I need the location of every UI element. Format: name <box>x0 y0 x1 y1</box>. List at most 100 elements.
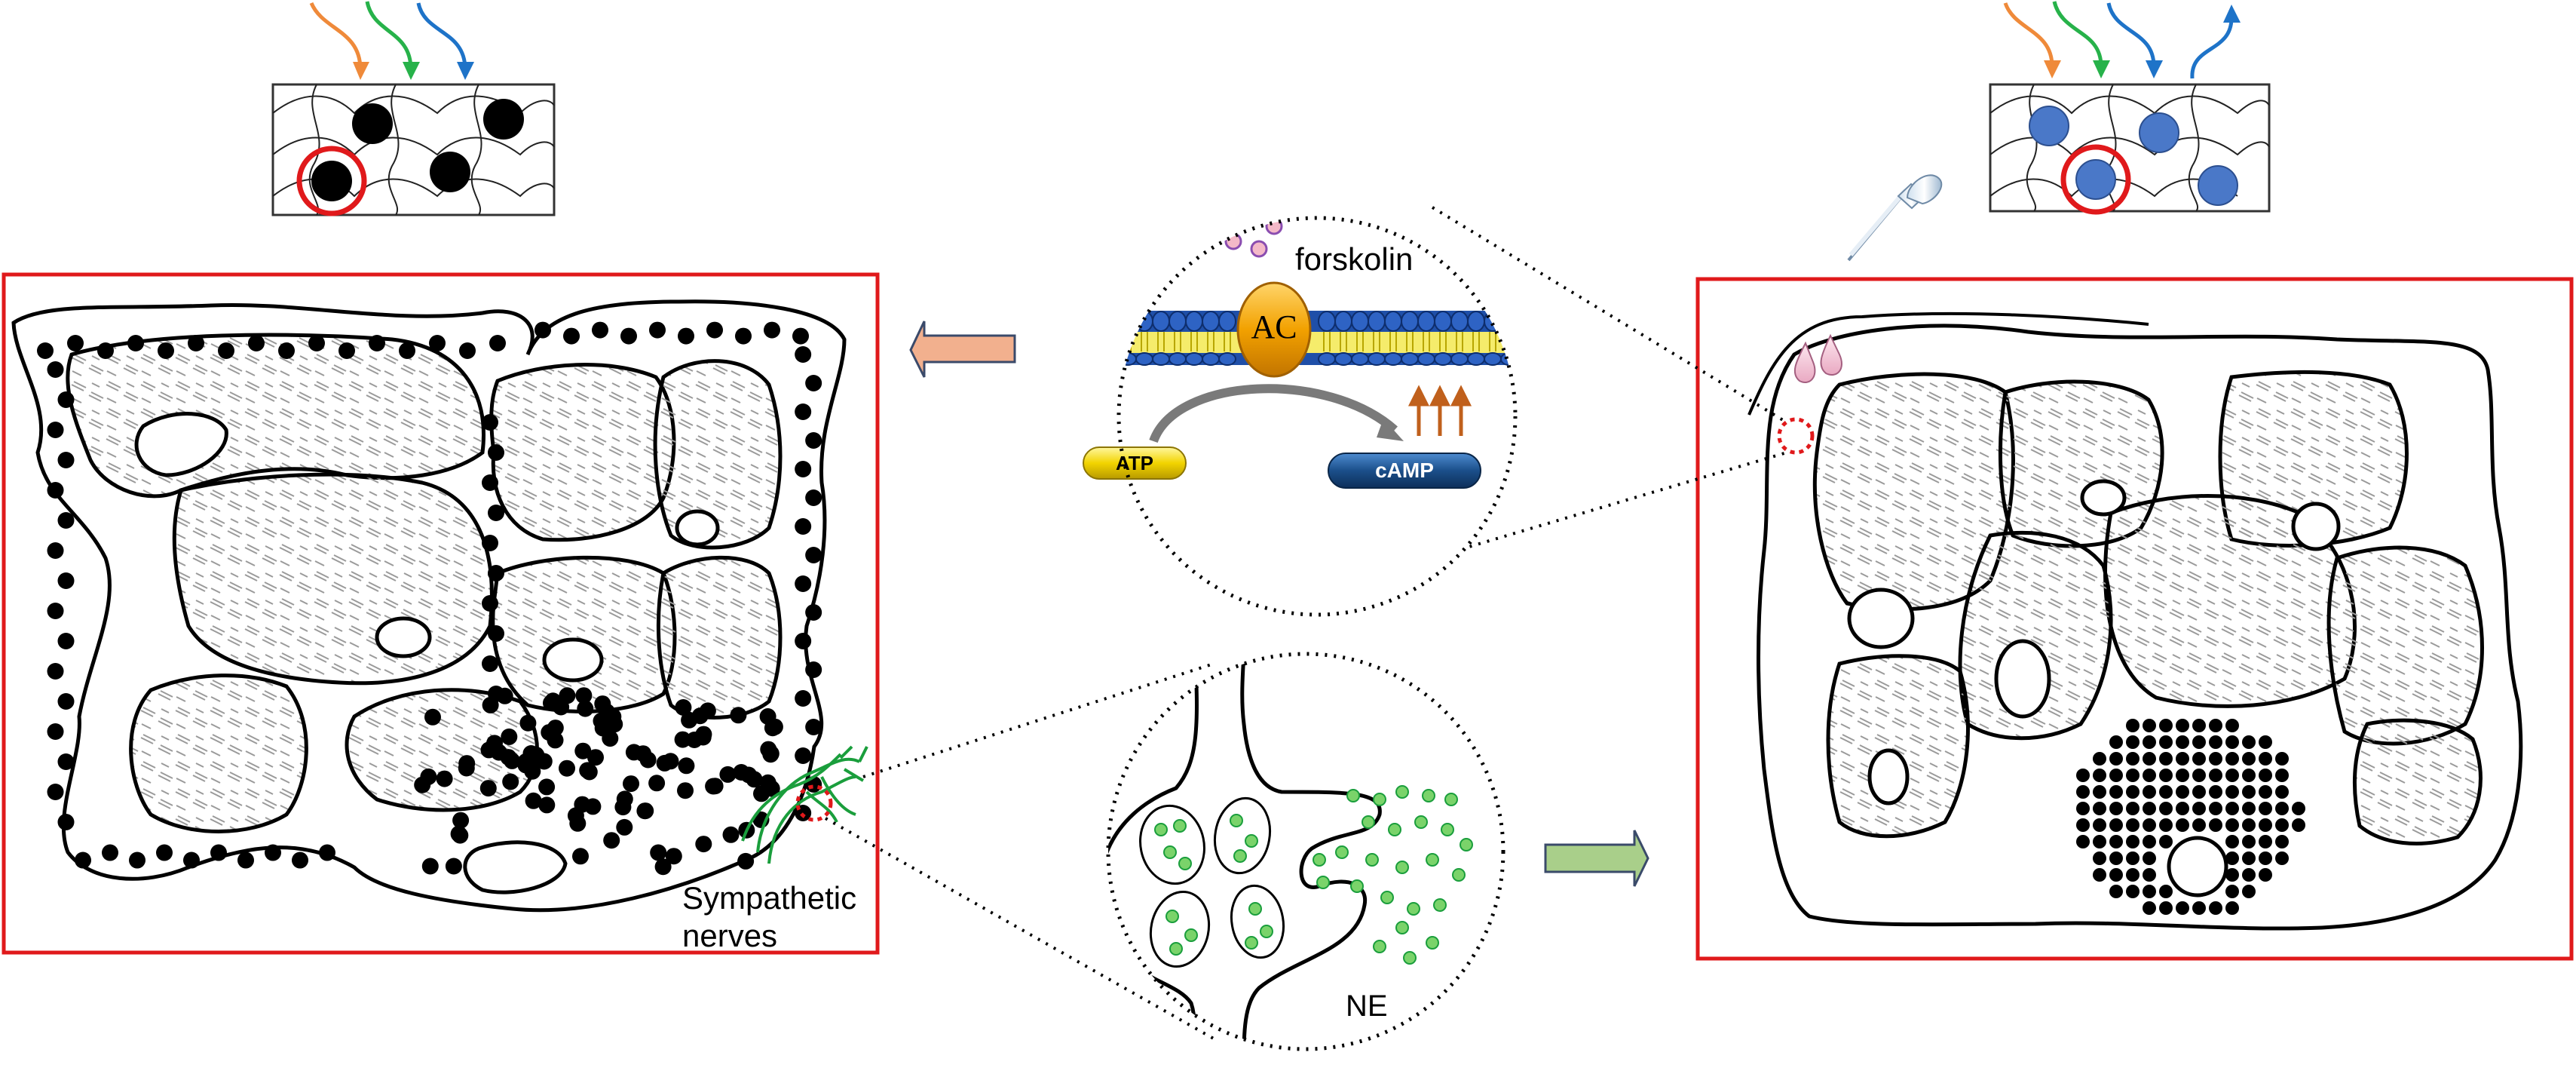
lipid-droplet <box>47 361 64 378</box>
lipid-droplet <box>616 818 633 836</box>
phospholipid-tail <box>1075 332 1081 351</box>
lipid-droplet <box>129 851 145 869</box>
lipid-droplet <box>2209 802 2222 815</box>
phospholipid-head <box>1368 311 1386 332</box>
lipid-droplet <box>482 696 499 713</box>
phospholipid-head <box>1334 311 1352 332</box>
lipid-droplet <box>501 728 518 745</box>
lipid-droplet <box>2093 769 2106 782</box>
lipid-droplet <box>2242 785 2256 799</box>
lipid-droplet <box>2109 735 2123 749</box>
lipid-droplet <box>694 729 712 746</box>
lipid-droplet <box>795 461 812 477</box>
ne-molecule <box>1245 834 1258 848</box>
incoming-light-arrow-icon <box>365 1 413 70</box>
phospholipid-tail <box>1439 332 1447 351</box>
phospholipid-head <box>1368 352 1386 366</box>
lipid-droplet <box>2225 785 2239 799</box>
lipid-droplet <box>2192 785 2206 799</box>
left-thumbnail <box>271 1 556 216</box>
lipid-droplet <box>795 575 812 592</box>
phospholipid-tail <box>1340 332 1347 351</box>
lipid-droplet <box>795 690 812 707</box>
phospholipid-head <box>1401 352 1419 366</box>
lipid-droplet <box>183 851 200 869</box>
phospholipid-head <box>1534 353 1551 365</box>
lipid-droplet <box>2126 735 2140 749</box>
phospholipid-head <box>1135 311 1153 332</box>
lipid-droplet <box>2076 818 2090 832</box>
ne-molecule <box>1316 876 1330 889</box>
lipid-droplet <box>429 335 446 351</box>
phospholipid-head <box>1119 352 1137 366</box>
phospholipid-head <box>1070 311 1086 331</box>
lipid-droplet <box>2275 785 2289 799</box>
lipid-droplet <box>2143 735 2156 749</box>
lipid-droplet <box>2143 719 2156 732</box>
lipid-droplet <box>482 535 498 551</box>
lipid-droplet <box>2126 769 2140 782</box>
lipid-droplet <box>102 844 118 861</box>
phospholipid-head <box>1351 311 1369 332</box>
lipid-droplet <box>805 604 822 621</box>
lipid-droplet <box>2159 769 2173 782</box>
pipette-icon <box>1847 174 1943 262</box>
lipid-droplet <box>587 749 604 766</box>
phospholipid-head <box>1534 311 1551 331</box>
incoming-light-arrow-icon <box>309 2 363 70</box>
enzyme-ac-icon: AC <box>1236 281 1312 378</box>
lipid-droplet <box>67 335 84 351</box>
ne-molecule <box>1245 936 1258 950</box>
lipid-droplet <box>2192 818 2206 832</box>
lipid-droplet <box>764 321 780 339</box>
lipid-droplet <box>795 633 812 649</box>
lipid-droplet <box>594 695 611 713</box>
ne-molecule <box>1433 898 1447 912</box>
ne-molecule <box>1426 936 1439 950</box>
lipid-droplet <box>2259 752 2272 766</box>
lipid-droplet <box>482 414 498 431</box>
lipid-droplet <box>482 655 498 672</box>
ne-molecule <box>1460 838 1473 851</box>
right-block-arrow-icon <box>1544 830 1649 887</box>
left-block-arrow-icon <box>909 321 1016 378</box>
lipid-droplet <box>319 844 335 861</box>
lipid-droplet <box>489 335 506 351</box>
lipid-droplet <box>572 848 589 865</box>
lipid-droplet <box>665 848 682 865</box>
ne-molecule <box>1260 925 1273 938</box>
conversion-arrow <box>1149 384 1398 443</box>
lipid-droplets-right <box>2076 719 2305 915</box>
lipid-droplet <box>2076 835 2090 848</box>
lipid-droplet <box>2259 802 2272 815</box>
lipid-droplet <box>2159 802 2173 815</box>
lipid-droplet <box>2225 719 2239 732</box>
lipid-droplet <box>424 708 441 726</box>
lipid-droplet <box>482 474 498 491</box>
lipid-droplet <box>421 858 439 875</box>
forskolin-zoom-circle: forskolin AC ATP cAMP <box>1070 216 1551 617</box>
lipid-droplet <box>2259 851 2272 865</box>
lipid-droplet <box>625 744 642 761</box>
lipid-droplet <box>722 826 740 843</box>
phospholipid-head <box>1518 311 1534 331</box>
lipid-droplet <box>563 327 580 345</box>
lipid-droplet <box>559 759 575 777</box>
lipid-droplet <box>188 335 204 351</box>
adipocyte-cells <box>1812 370 2484 845</box>
nerve-terminal-outline <box>1108 654 1382 1049</box>
forskolin-label: forskolin <box>1295 241 1413 277</box>
lipid-droplet <box>795 346 812 363</box>
lipid-droplet <box>237 851 254 869</box>
phospholipid-head <box>1185 352 1203 366</box>
lipid-droplet <box>795 518 812 535</box>
lipid-droplet <box>559 687 576 704</box>
incoming-light-arrow-icon <box>2106 2 2156 67</box>
lipid-droplet <box>369 335 385 351</box>
lipid-droplet <box>2192 735 2206 749</box>
lipid-droplet <box>695 836 712 853</box>
lipid-droplet <box>525 792 542 809</box>
lipid-droplet <box>2176 752 2189 766</box>
adipocyte-cells <box>66 333 783 833</box>
